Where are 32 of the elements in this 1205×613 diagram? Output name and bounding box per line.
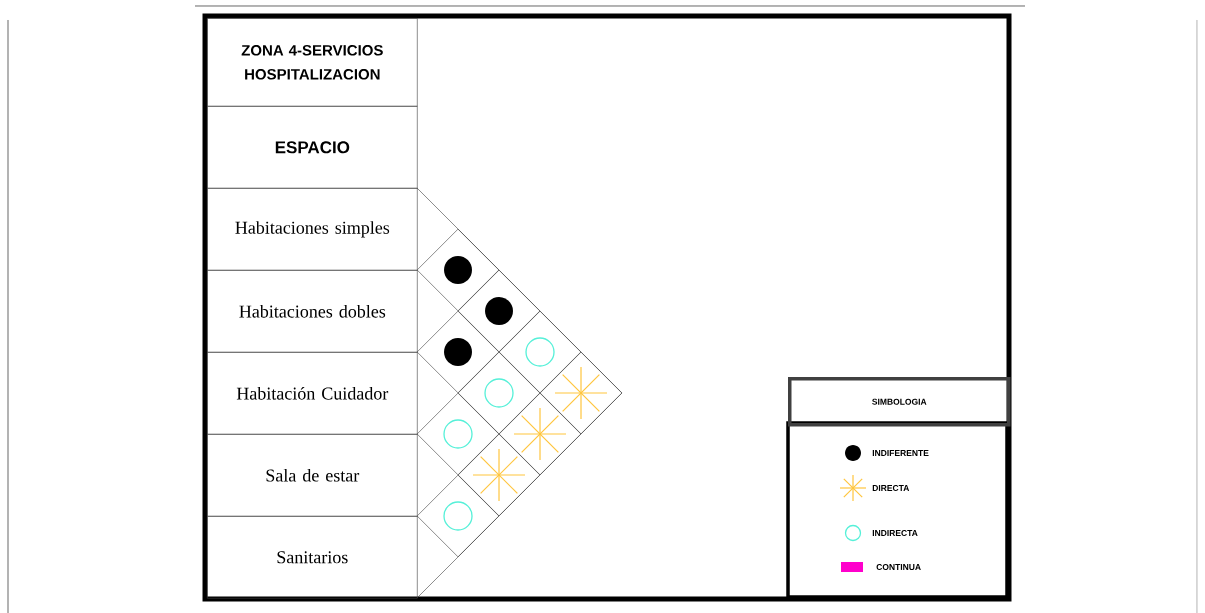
legend-label: DIRECTA (872, 485, 910, 491)
legend-label: INDIFERENTE (872, 450, 929, 456)
star-symbol (472, 448, 526, 502)
row-label-cell: Sanitarios (207, 516, 418, 599)
header-cell: ESPACIO (207, 106, 418, 189)
header-cell: SIMBOLOGIA (788, 377, 1011, 427)
row-label-cell: Habitaciones simples (207, 188, 418, 271)
matrix-cell (416, 474, 500, 558)
star-symbol (513, 407, 567, 461)
ring-symbol (443, 419, 473, 449)
row-label-cell: Habitación Cuidador (207, 352, 418, 435)
matrix-cell (416, 228, 500, 312)
row-label-cell: Sala de estar (207, 434, 418, 517)
star-symbol (554, 366, 608, 420)
matrix-cell (457, 269, 541, 353)
filled-dot (444, 338, 472, 366)
filled-dot (485, 297, 513, 325)
matrix-cell (457, 351, 541, 435)
matrix-cell (539, 351, 623, 435)
legend-label: CONTINUA (876, 564, 921, 570)
header-cell: ZONA 4-SERVICIOS HOSPITALIZACION (207, 18, 418, 107)
ring-symbol (525, 337, 555, 367)
ring-symbol (484, 378, 514, 408)
matrix-cell (416, 392, 500, 476)
matrix-cell (498, 392, 582, 476)
legend-label: INDIRECTA (872, 530, 918, 536)
matrix-cell (457, 433, 541, 517)
filled-dot (444, 256, 472, 284)
matrix-cell (498, 310, 582, 394)
matrix-cell (416, 310, 500, 394)
ring-symbol (443, 501, 473, 531)
row-label-cell: Habitaciones dobles (207, 270, 418, 353)
